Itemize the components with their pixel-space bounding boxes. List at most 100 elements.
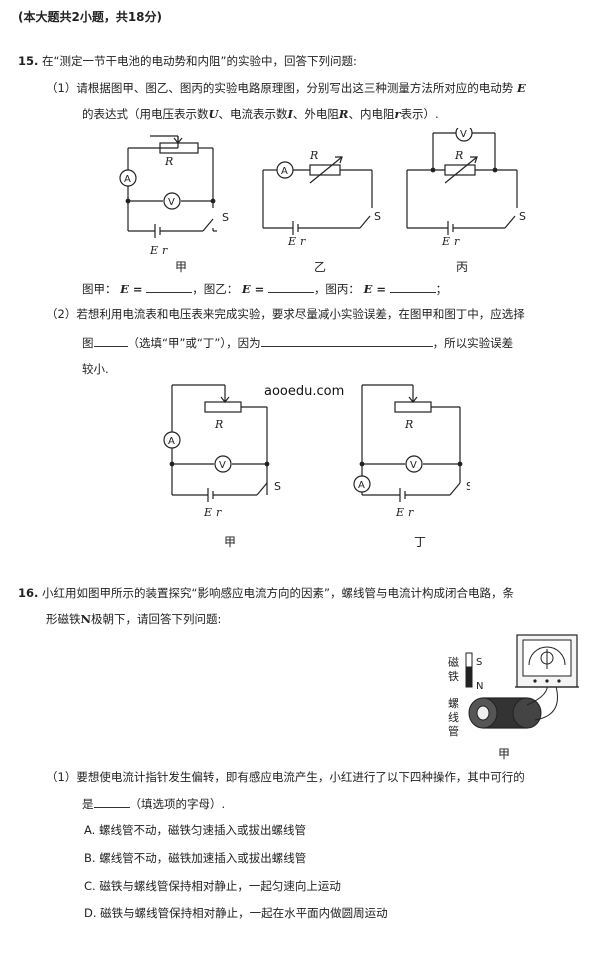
q15-p1-text-b: 、电流表示数	[218, 107, 288, 121]
answer-blank-yi[interactable]	[267, 280, 314, 293]
coil-label-char1: 螺	[448, 697, 459, 710]
label-E-jia: E	[149, 244, 158, 257]
coil-label: 螺 线 管	[448, 697, 459, 739]
svg-text:A: A	[168, 436, 175, 447]
q15-p1-text-c: 、外电阻	[292, 107, 339, 121]
voltmeter-bing: V	[455, 128, 473, 142]
svg-text:A: A	[358, 480, 365, 491]
option-d[interactable]: D. 磁铁与螺线管保持相对静止，一起在水平面内做圆周运动	[84, 906, 388, 920]
magnet-label-char2: 铁	[448, 670, 459, 683]
label-R-ding: R	[404, 418, 413, 431]
ammeter-jia-2: A	[163, 431, 181, 449]
bar-magnet	[465, 652, 473, 688]
q16-part1-line1: （1）要想使电流计指针发生偏转，即有感应电流产生，小红进行了以下四种操作，其中可…	[46, 770, 525, 784]
voltmeter-jia: V	[163, 192, 181, 210]
q16-part1-line2: 是 （填选项的字母）.	[82, 795, 225, 812]
label-E-jia-2: E	[203, 506, 212, 519]
q16-text2a: 形磁铁	[46, 612, 81, 626]
label-S-ding: S	[466, 480, 470, 493]
caption-jia-2: 甲	[224, 535, 237, 549]
q16-p1-text-b: （填选项的字母）.	[129, 797, 226, 811]
circuits-jia-ding: A V R S E r A V R S E r	[163, 384, 470, 519]
q15-part1-line1: （1）请根据图甲、图乙、图丙的实验电路原理图，分别写出这三种测量方法所对应的电动…	[46, 80, 526, 96]
option-b[interactable]: B. 螺线管不动，磁铁加速插入或拔出螺线管	[84, 851, 307, 865]
circuit-ding	[359, 384, 463, 502]
label-E-bing: E	[441, 235, 450, 248]
q15-p1-text-e: 表示）.	[400, 107, 439, 121]
galvanometer	[515, 634, 579, 688]
answer-label-jia: 图甲：	[82, 282, 117, 296]
label-S-bing: S	[519, 210, 526, 223]
circuit-jia-2	[169, 384, 270, 502]
option-c[interactable]: C. 磁铁与螺线管保持相对静止，一起匀速向上运动	[84, 879, 341, 893]
coil-label-char2: 线	[448, 711, 459, 724]
circuits-jia-yi-bing: A V R S E r A R S E r	[119, 128, 526, 257]
label-S-yi: S	[374, 210, 381, 223]
ammeter-jia: A	[119, 169, 137, 187]
label-r-jia: r	[162, 244, 168, 257]
label-r-bing: r	[454, 235, 460, 248]
label-E-ding: E	[395, 506, 404, 519]
answer-eq-jia: E =	[120, 282, 143, 296]
magnet-label: 磁 铁	[448, 656, 459, 684]
q15-p1-R: R	[338, 107, 349, 121]
q15-part2-line1: （2）若想利用电流表和电压表来完成实验，要求尽量减小实验误差，在图甲和图丁中，应…	[46, 307, 525, 321]
induction-apparatus-figure: S N	[465, 634, 579, 729]
circuit-yi	[262, 156, 373, 235]
svg-text:V: V	[460, 129, 467, 140]
q15-p1-r: r	[394, 107, 401, 121]
q15-stem-line: 15. 在“测定一节干电池的电动势和内阻”的实验中，回答下列问题:	[18, 53, 357, 69]
q15-p1-text-d: 、内电阻	[348, 107, 395, 121]
svg-text:V: V	[168, 197, 175, 208]
answer-label-bing: ，图丙：	[313, 282, 360, 296]
figure-caption-jia: 甲	[498, 747, 511, 761]
q15-p2-text-b: （选填“甲”或“丁”），因为	[127, 336, 261, 350]
watermark: aooedu.com	[264, 384, 345, 399]
answer-blank-bing[interactable]	[389, 280, 436, 293]
svg-text:V: V	[219, 460, 226, 471]
q16-N: N	[80, 612, 92, 626]
q15-part1-E: E	[516, 81, 526, 95]
ammeter-yi: A	[276, 161, 294, 179]
answer-eq-yi: E =	[241, 282, 265, 296]
q15-p2-blank2[interactable]	[260, 334, 433, 347]
magnet-label-char1: 磁	[448, 656, 459, 669]
answer-eq-bing: E =	[363, 282, 386, 296]
q15-p2-text-c: ，所以实验误差	[432, 336, 514, 350]
q16-number: 16.	[18, 586, 39, 600]
q16-line2: 形磁铁N极朝下，请回答下列问题:	[46, 611, 221, 627]
svg-text:V: V	[410, 460, 417, 471]
q15-stem: 在“测定一节干电池的电动势和内阻”的实验中，回答下列问题:	[42, 54, 357, 68]
magnet-S-label: S	[476, 657, 482, 668]
q15-p2-blank1[interactable]	[93, 334, 128, 347]
circuit-jia	[125, 135, 217, 238]
q16-text2b: 极朝下，请回答下列问题:	[91, 612, 222, 626]
q16-text1: 小红用如图甲所示的装置探究“影响感应电流方向的因素”，螺线管与电流计构成闭合电路…	[42, 586, 514, 600]
label-R-bing: R	[454, 149, 463, 162]
magnet-N-label: N	[476, 681, 483, 692]
q16-line1: 16. 小红用如图甲所示的装置探究“影响感应电流方向的因素”，螺线管与电流计构成…	[18, 585, 514, 601]
q15-part1-line2: 的表达式（用电压表示数U、电流表示数I、外电阻R、内电阻r表示）.	[82, 106, 439, 122]
caption-bing: 丙	[456, 260, 469, 274]
svg-text:A: A	[124, 174, 131, 185]
caption-jia: 甲	[175, 260, 188, 274]
option-a[interactable]: A. 螺线管不动，磁铁匀速插入或拔出螺线管	[84, 823, 306, 837]
q15-number: 15.	[18, 54, 39, 68]
label-R-jia: R	[164, 155, 173, 168]
section-header: (本大题共2小题，共18分)	[18, 10, 163, 24]
q15-part1-text1: （1）请根据图甲、图乙、图丙的实验电路原理图，分别写出这三种测量方法所对应的电动…	[46, 81, 514, 95]
q15-p2-text-a: 图	[82, 336, 94, 350]
voltmeter-jia-2: V	[214, 455, 232, 473]
q16-p1-blank[interactable]	[93, 795, 130, 808]
q15-p1-I: I	[287, 107, 293, 121]
label-E-yi: E	[287, 235, 296, 248]
ammeter-ding: A	[353, 475, 371, 493]
label-S-jia: S	[222, 211, 229, 224]
label-R-yi: R	[309, 149, 318, 162]
answer-blank-jia[interactable]	[146, 280, 193, 293]
q15-p1-text-a: 的表达式（用电压表示数	[82, 107, 209, 121]
label-R-jia-2: R	[214, 418, 223, 431]
q16-p1-text-a: 是	[82, 797, 94, 811]
circuit-bing	[406, 132, 518, 235]
q15-answer-line: 图甲： E = ，图乙： E = ，图丙： E = ；	[82, 280, 447, 297]
